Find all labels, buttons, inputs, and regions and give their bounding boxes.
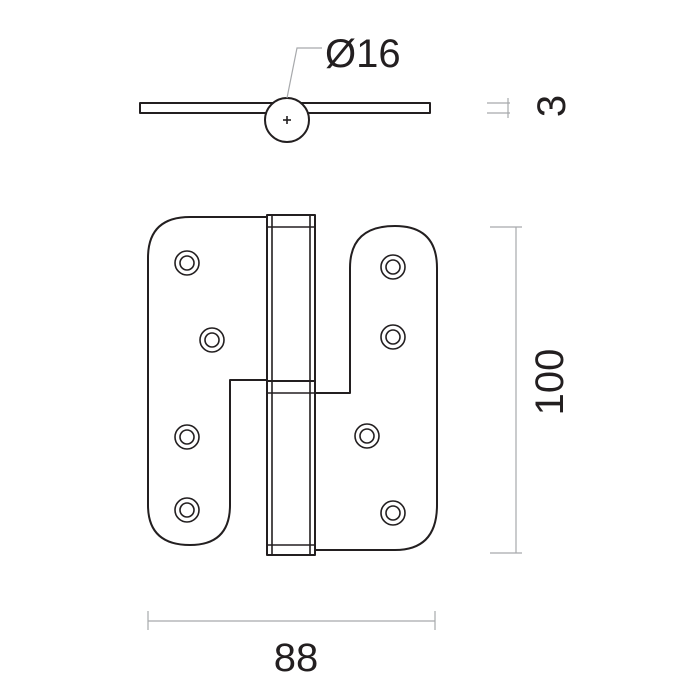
width-dimension: 88 [147,611,436,680]
height-label: 100 [528,349,572,416]
screw-hole [354,423,380,449]
thickness-label: 3 [530,95,574,117]
height-dimension: 100 [490,226,572,554]
hinge-top-view: Ø16 [139,32,431,143]
pin-diameter-label: Ø16 [325,32,401,76]
hinge-front-view [147,214,438,556]
right-leaf [304,225,438,551]
knuckle-top [266,214,316,382]
screw-hole [174,250,200,276]
screw-hole [380,500,406,526]
left-leaf [147,216,269,546]
thickness-dimension: 3 [487,95,574,118]
screw-hole [199,327,225,353]
screw-hole [174,424,200,450]
screw-hole [380,254,406,280]
screw-hole [174,497,200,523]
knuckle-bottom [266,380,316,556]
diameter-leader-line [286,47,322,99]
screw-hole [380,324,406,350]
width-label: 88 [274,636,319,680]
